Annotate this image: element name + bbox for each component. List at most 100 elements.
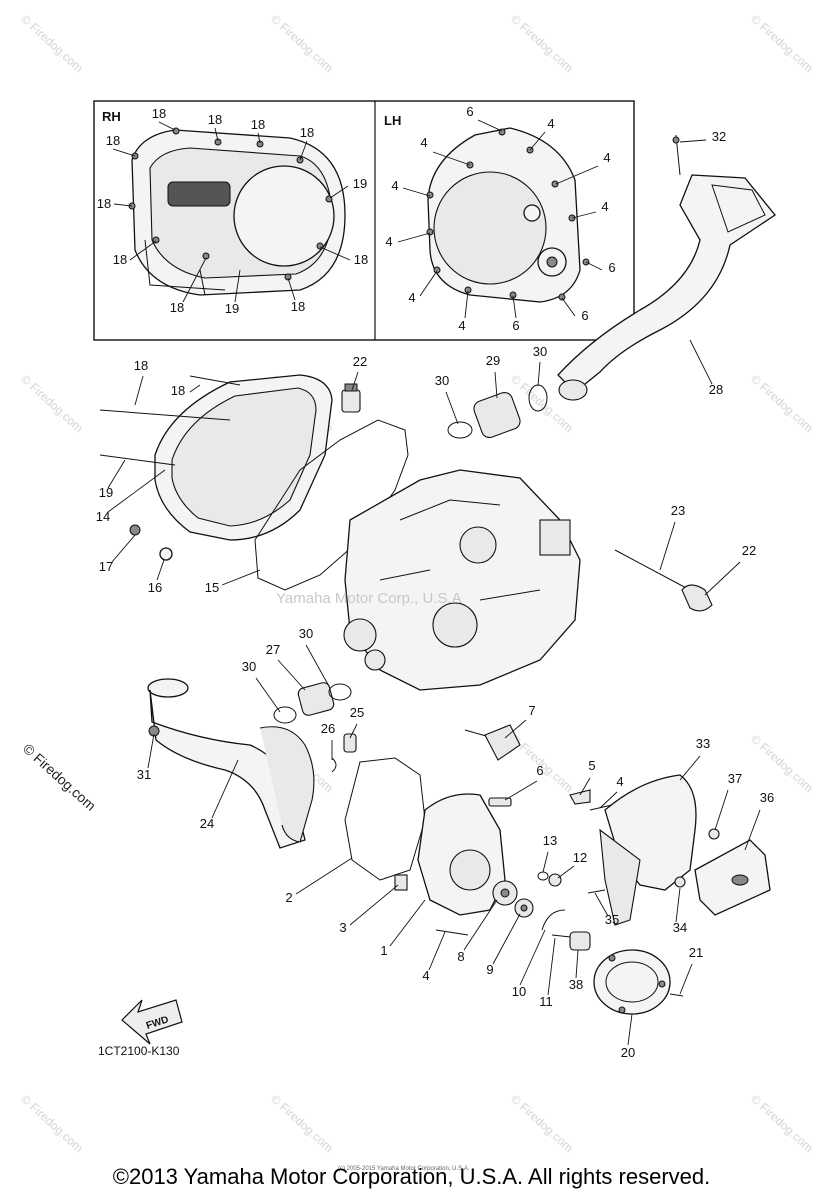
watermark-tile: © Firedog.com [748, 732, 816, 795]
callout-2: 2 [285, 890, 292, 905]
callout-18: 18 [291, 299, 305, 314]
leader-line [529, 131, 546, 151]
callout-36: 36 [760, 790, 774, 805]
crankcase-cover-14-illustration [99, 374, 333, 561]
leader-line [182, 257, 207, 303]
leader-line [397, 232, 431, 243]
watermark-tile: © Firedog.com [268, 1092, 336, 1155]
callout-30: 30 [435, 373, 449, 388]
inset-frame [93, 100, 635, 341]
leader-line [579, 777, 591, 796]
callout-11: 11 [539, 994, 553, 1009]
leader-line [158, 121, 176, 131]
callout-6: 6 [536, 763, 543, 778]
leader-line [519, 929, 546, 986]
callout-27: 27 [266, 642, 280, 657]
leader-line [492, 913, 521, 965]
cover-33-illustration [569, 774, 697, 926]
callout-18: 18 [354, 252, 368, 267]
leader-line [463, 899, 498, 951]
leader-line [659, 521, 676, 571]
leader-line [575, 949, 579, 979]
callout-6: 6 [466, 104, 473, 119]
plug-22-upper [341, 383, 361, 413]
leader-line [349, 884, 399, 926]
fwd-arrow-icon: FWD [121, 999, 183, 1045]
callout-8: 8 [457, 949, 464, 964]
callout-30: 30 [299, 626, 313, 641]
leader-line [319, 246, 351, 261]
callout-34: 34 [673, 920, 687, 935]
crankcase-block-illustration [343, 469, 581, 691]
leader-line [494, 371, 498, 399]
callout-35: 35 [605, 912, 619, 927]
callout-4: 4 [601, 199, 608, 214]
leader-line [419, 270, 438, 297]
callout-4: 4 [422, 968, 429, 983]
part-code: 1CT2100-K130 [98, 1044, 180, 1058]
callout-4: 4 [408, 290, 415, 305]
callout-28: 28 [709, 382, 723, 397]
inset-panels: RH LH [93, 100, 635, 341]
lh-panel-label: LH [384, 113, 401, 128]
leader-line [134, 375, 144, 406]
tiny-credit: (c) 2005-2015 Yamaha Motor Corporation, … [338, 1166, 470, 1172]
leader-line [512, 295, 517, 319]
leader-line [305, 644, 331, 689]
leader-line [156, 559, 165, 581]
callout-21: 21 [689, 945, 703, 960]
callout-15: 15 [205, 580, 219, 595]
plate-36-illustration [674, 828, 771, 916]
center-watermark: Yamaha Motor Corp., U.S.A [276, 590, 462, 607]
callout-18: 18 [170, 300, 184, 315]
leader-line [257, 132, 261, 144]
callout-30: 30 [533, 344, 547, 359]
leader-line [189, 384, 201, 393]
callout-6: 6 [608, 260, 615, 275]
leader-line [351, 371, 359, 391]
callout-18: 18 [97, 196, 111, 211]
leader-line [679, 755, 701, 781]
callout-4: 4 [458, 318, 465, 333]
callout-23: 23 [671, 503, 685, 518]
callout-4: 4 [385, 234, 392, 249]
leader-line [537, 361, 541, 387]
leader-line [428, 931, 446, 971]
callout-10: 10 [512, 984, 526, 999]
watermark-tile: © Firedog.com [748, 1092, 816, 1155]
cover-20-illustration [593, 949, 684, 1015]
callout-37: 37 [728, 771, 742, 786]
leader-line [675, 887, 681, 923]
callout-19: 19 [225, 301, 239, 316]
callout-38: 38 [569, 977, 583, 992]
leader-line [211, 759, 239, 819]
leader-line [329, 185, 349, 199]
callout-18: 18 [300, 125, 314, 140]
leader-line [679, 139, 707, 143]
callout-6: 6 [581, 308, 588, 323]
callout-5: 5 [588, 758, 595, 773]
rh-crankcase-cover-illustration [128, 127, 346, 296]
leader-line [299, 140, 308, 161]
callout-18: 18 [152, 106, 166, 121]
leader-line [714, 789, 729, 831]
callout-32: 32 [712, 129, 726, 144]
callout-29: 29 [486, 353, 500, 368]
rh-logo-plate [167, 181, 231, 207]
leader-line [557, 865, 575, 879]
leader-line [277, 659, 306, 691]
callout-22: 22 [742, 543, 756, 558]
bolt-23-and-plug-22 [614, 549, 713, 612]
watermark-tile: © Firedog.com [18, 1092, 86, 1155]
callout-14: 14 [96, 509, 110, 524]
leader-line [464, 290, 469, 319]
leader-line [679, 963, 693, 995]
callout-19: 19 [353, 176, 367, 191]
leader-lines [107, 119, 761, 1046]
callout-24: 24 [200, 816, 214, 831]
callout-31: 31 [137, 767, 151, 782]
air-duct-24-illustration [147, 678, 315, 849]
watermark-tile: © Firedog.com [748, 372, 816, 435]
